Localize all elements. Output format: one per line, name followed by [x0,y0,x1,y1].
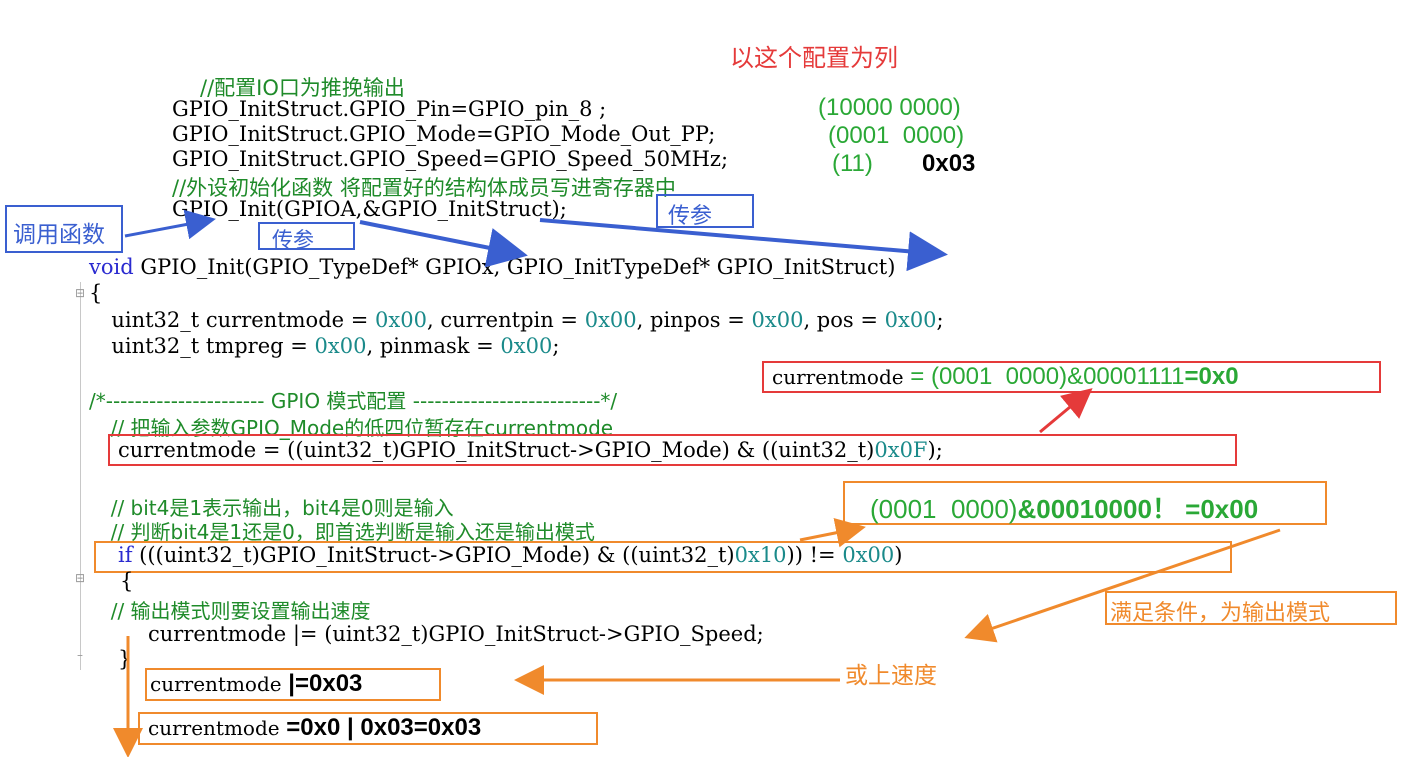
pin-value: (10000 0000) [818,94,961,121]
bit4-comment: // bit4是1表示输出，bit4是0则是输入 [98,496,454,520]
if-text-c: ) [894,543,903,567]
pass-param-text-2: 传参 [272,228,314,252]
init-comment: //外设初始化函数 将配置好的结构体成员写进寄存器中 [172,176,676,200]
decl1-num-1: 0x00 [375,308,427,332]
param-arrow-gpiox [359,220,528,268]
decl1-text-e: ; [936,308,944,332]
declaration-line-2: uint32_t tmpreg = 0x00, pinmask = 0x00; [98,334,559,358]
mask-result-box [762,361,1381,393]
or-result-box [145,668,441,701]
call-function-text: 调用函数 [13,222,105,248]
fold-marker-2: ⊟ [75,571,86,585]
code-line-pin: GPIO_InitStruct.GPIO_Pin=GPIO_pin_8 ; [172,97,607,121]
or-speed-label: 或上速度 [845,663,937,689]
void-keyword: void [89,255,134,279]
decl2-text-a: uint32_t tmpreg = [98,334,315,358]
speed-comment: // 输出模式则要设置输出速度 [98,599,371,623]
mask-result-line: currentmode = (0001 0000)&00001111=0x0 [772,363,1239,391]
config-comment: //配置IO口为推挽输出 [200,76,405,100]
code-line-mode: GPIO_InitStruct.GPIO_Mode=GPIO_Mode_Out_… [172,122,716,146]
decl1-text-b: , currentpin = [426,308,585,332]
bit4-arrow [799,517,866,548]
mode-value: (0001 0000) [828,122,965,149]
mask-result-expr: = (0001 0000)&00001111 [903,363,1185,390]
param-arrow-struct [539,218,948,272]
if-text-a: (((uint32_t)GPIO_InitStruct->GPIO_Mode) … [132,543,735,567]
if-text-b: )) != [786,543,843,567]
output-mode-label: 满足条件，为输出模式 [1105,591,1397,626]
or-result-value: |=0x03 [281,670,363,697]
code-line-init-call: GPIO_Init(GPIOA,&GPIO_InitStruct); [172,197,567,221]
call-arrow [124,209,216,240]
code-line-speed: GPIO_InitStruct.GPIO_Speed=GPIO_Speed_50… [172,147,729,171]
decl2-num-2: 0x00 [500,334,553,358]
if-keyword: if [118,543,133,567]
mask-result-code: currentmode [772,365,904,389]
decl2-num-1: 0x00 [314,334,367,358]
speed-value: (11) [832,150,873,177]
signature-text: GPIO_Init(GPIO_TypeDef* GPIOx, GPIO_Init… [133,255,896,279]
decl1-text-d: , pos = [803,308,885,332]
output-mode-text: 满足条件，为输出模式 [1110,601,1331,626]
assign-text-a: currentmode = ((uint32_t)GPIO_InitStruct… [118,438,875,462]
pass-param-label-1: 传参 [656,194,754,229]
assignment-line: currentmode = ((uint32_t)GPIO_InitStruct… [118,438,943,462]
final-result-line: currentmode =0x0 | 0x03=0x03 [148,714,481,742]
call-function-label: 调用函数 [5,205,123,253]
if-line: if (((uint32_t)GPIO_InitStruct->GPIO_Mod… [118,543,902,567]
final-result-code: currentmode [148,716,280,740]
section-comment: /*---------------------- GPIO 模式配置 -----… [89,389,618,413]
function-signature: void GPIO_Init(GPIO_TypeDef* GPIOx, GPIO… [89,255,895,279]
bit4-result-expr: (0001 0000) [870,494,1018,524]
decl1-text-c: , pinpos = [636,308,752,332]
assign-text-b: ); [927,438,943,462]
assignment-highlight-box [108,434,1237,466]
bit4-result-box [843,481,1327,525]
fold-marker-3: – [77,648,83,662]
editor-gutter [80,282,81,670]
or-speed-line: currentmode |= (uint32_t)GPIO_InitStruct… [148,622,764,646]
decl2-text-b: , pinmask = [366,334,501,358]
decl1-num-3: 0x00 [751,308,804,332]
mask-arrow [1039,388,1093,434]
decl1-num-4: 0x00 [884,308,937,332]
declaration-line-1: uint32_t currentmode = 0x00, currentpin … [98,308,944,332]
if-highlight-box [94,541,1232,573]
bit4-result-value: &00010000！ =0x00 [1017,494,1259,524]
decl1-text-a: uint32_t currentmode = [98,308,376,332]
satisfied-arrow [964,528,1281,643]
judge-comment: // 判断bit4是1还是0，即首选判断是输入还是输出模式 [98,520,595,544]
fold-marker-1: ⊟ [75,286,86,300]
speed-hex-value: 0x03 [922,150,976,177]
or-result-line: currentmode |=0x03 [150,670,362,698]
brace-if-open: { [120,569,134,593]
brace-open: { [89,281,103,305]
decl1-num-2: 0x00 [584,308,637,332]
page-title: 以这个配置为列 [730,44,898,72]
or-result-code: currentmode [150,672,282,696]
decl2-text-c: ; [552,334,560,358]
final-result-value: =0x0 | 0x03=0x03 [279,714,482,741]
pass-param-text-1: 传参 [668,204,713,229]
pass-param-label-2: 传参 [258,222,355,252]
mask-result-value: =0x0 [1184,363,1239,390]
bit4-result-line: (0001 0000)&00010000！ =0x00 [870,489,1258,526]
if-num-1: 0x10 [734,543,787,567]
assign-num: 0x0F [874,438,928,462]
